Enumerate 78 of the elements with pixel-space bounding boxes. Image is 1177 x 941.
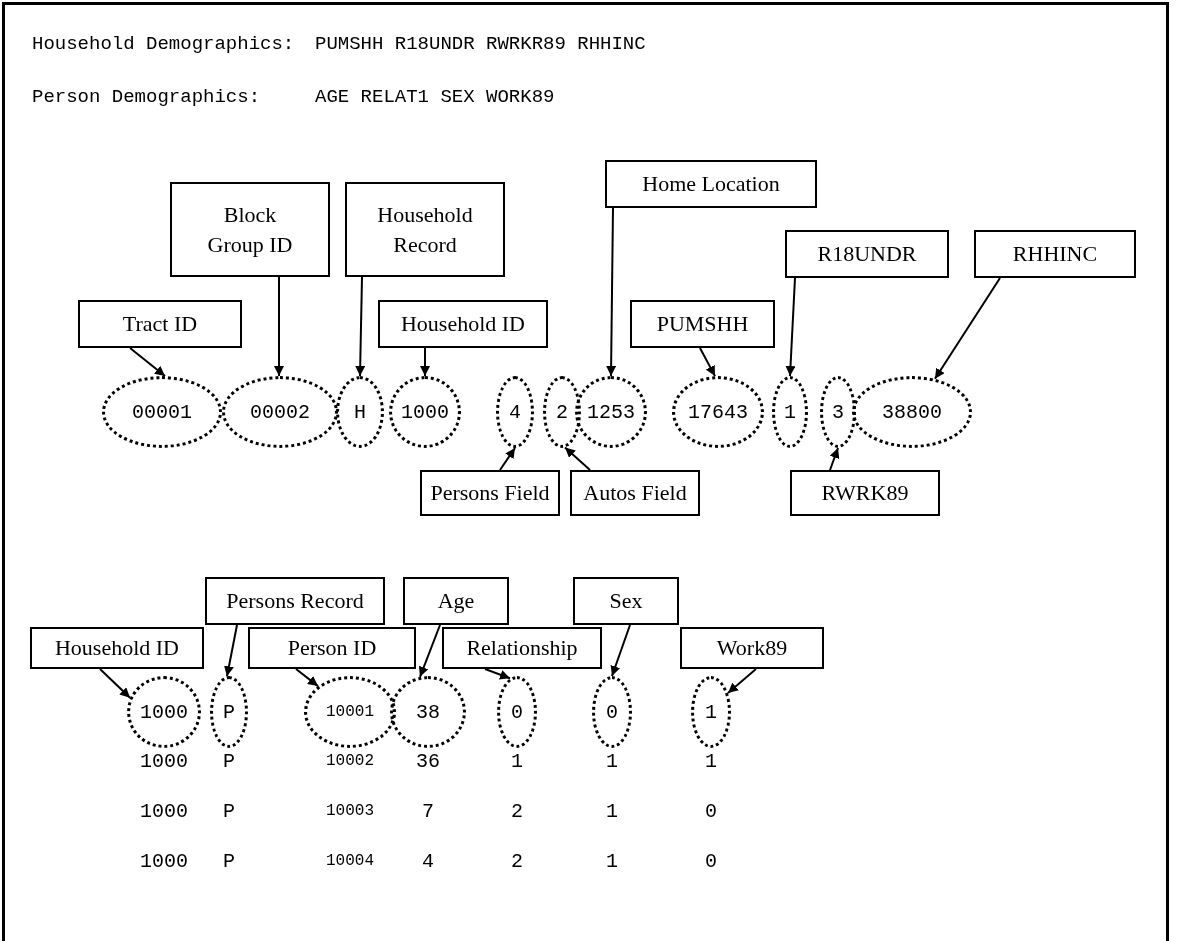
dotted-ellipse: 17643 [672,376,764,448]
arrow [499,447,516,471]
table-value: 10003 [326,802,374,821]
arrow [610,624,631,677]
table-value: 36 [416,750,440,773]
dotted-ellipse: 1253 [575,376,647,448]
callout-box: Age [403,577,509,625]
callout-box: Relationship [442,627,602,669]
table-value: 1000 [140,750,188,773]
callout-box: Person ID [248,627,416,669]
table-value: 0 [705,850,717,873]
header-text: Household Demographics: [32,32,295,55]
dotted-ellipse: 1 [772,376,808,448]
table-value: 1 [606,750,618,773]
arrow [727,668,757,694]
arrow [295,668,319,688]
dotted-ellipse: H [336,376,384,448]
table-value: 2 [511,800,523,823]
arrow [484,668,511,680]
callout-box: Sex [573,577,679,625]
arrow [99,668,131,699]
table-value: 4 [422,850,434,873]
table-value: 1 [705,750,717,773]
table-value: 1000 [140,850,188,873]
arrow [829,447,840,471]
dotted-ellipse: 00002 [222,376,338,448]
callout-box: R18UNDR [785,230,949,278]
callout-box: Home Location [605,160,817,208]
callout-box: PUMSHH [630,300,775,348]
dotted-ellipse: 38 [390,676,466,748]
arrow [129,347,166,377]
arrow [420,347,430,377]
header-text: Person Demographics: [32,85,261,108]
table-value: 10004 [326,852,374,871]
dotted-ellipse: 2 [543,376,581,448]
callout-box: Autos Field [570,470,700,516]
dotted-ellipse: 10001 [304,676,396,748]
callout-box: Tract ID [78,300,242,348]
table-value: 1 [511,750,523,773]
arrow [274,276,284,377]
callout-box: Work89 [680,627,824,669]
arrow [224,624,238,678]
table-value: P [223,750,235,773]
table-value: 0 [705,800,717,823]
dotted-ellipse: 1000 [389,376,461,448]
arrow [699,347,716,378]
table-value: P [223,800,235,823]
callout-box: RWRK89 [790,470,940,516]
arrow [355,276,366,377]
callout-box: Persons Field [420,470,560,516]
dotted-ellipse: 1000 [127,676,201,748]
dotted-ellipse: 38800 [852,376,972,448]
dotted-ellipse: P [210,676,248,748]
dotted-ellipse: 3 [820,376,856,448]
table-value: 1 [606,850,618,873]
callout-box: Persons Record [205,577,385,625]
arrow [785,277,796,377]
dotted-ellipse: 4 [496,376,534,448]
table-value: 1 [606,800,618,823]
dotted-ellipse: 1 [691,676,731,748]
header-text: PUMSHH R18UNDR RWRKR89 RHHINC [315,32,646,55]
arrow [564,446,591,471]
callout-box: Block Group ID [170,182,330,277]
callout-box: Household Record [345,182,505,277]
callout-box: Household ID [30,627,204,669]
table-value: 1000 [140,800,188,823]
callout-box: RHHINC [974,230,1136,278]
arrow [934,277,1001,380]
arrow [606,207,617,377]
table-value: 10002 [326,752,374,771]
dotted-ellipse: 0 [592,676,632,748]
dotted-ellipse: 0 [497,676,537,748]
table-value: 7 [422,800,434,823]
header-text: AGE RELAT1 SEX WORK89 [315,85,555,108]
dotted-ellipse: 00001 [102,376,222,448]
callout-box: Household ID [378,300,548,348]
table-value: P [223,850,235,873]
table-value: 2 [511,850,523,873]
